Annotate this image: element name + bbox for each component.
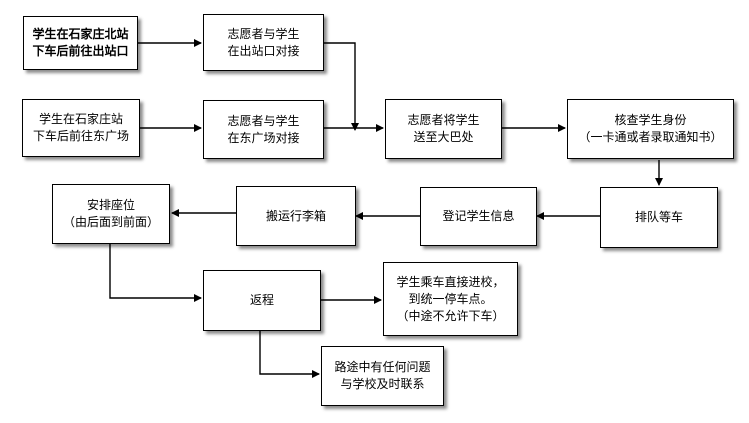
direct-box: 学生乘车直接进校， 到统一停车点。 （中途不允许下车） [383,262,518,336]
contact-line2: 与学校及时联系 [340,377,425,391]
north-meet-line2: 在出站口对接 [227,43,300,58]
main-station-line1: 学生在石家庄站 [38,112,123,126]
register-line1: 登记学生信息 [442,209,515,223]
check-id-line2: （一卡通或者录取通知书） [578,130,723,144]
seating-line1: 安排座位 [86,198,135,212]
main-station-box: 学生在石家庄站 下车后前往东广场 [22,99,140,157]
luggage-box: 搬运行李箱 [236,186,356,246]
to-bus-line2: 送至大巴处 [413,130,474,144]
check-id-box: 核查学生身份 （一卡通或者录取通知书） [567,99,734,159]
main-meet-box: 志愿者与学生 在东广场对接 [203,100,324,159]
north-meet-box: 志愿者与学生 在出站口对接 [203,14,324,71]
north-meet-line1: 志愿者与学生 [227,26,300,41]
contact-line1: 路途中有任何问题 [334,360,431,374]
north-station-box: 学生在石家庄北站 下车后前往出站口 [23,16,138,70]
arrow-seating-to-return [109,244,202,302]
queue-box: 排队等车 [600,187,718,248]
main-meet-line2: 在东广场对接 [227,130,300,145]
direct-line2: 到统一停车点。 [408,291,493,306]
north-station-line2: 下车后前往出站口 [32,44,129,58]
direct-line3: （中途不允许下车） [396,308,505,323]
contact-box: 路途中有任何问题 与学校及时联系 [321,346,444,406]
check-id-line1: 核查学生身份 [614,113,687,127]
main-station-line2: 下车后前往东广场 [32,129,129,143]
main-meet-line1: 志愿者与学生 [227,113,300,128]
register-box: 登记学生信息 [420,187,537,246]
north-station-line1: 学生在石家庄北站 [32,27,129,41]
return-line1: 返程 [249,293,274,307]
arrow-north-meet-to-bus [324,42,359,131]
to-bus-line1: 志愿者将学生 [407,113,480,127]
return-box: 返程 [203,270,321,331]
queue-line1: 排队等车 [634,210,683,224]
seating-box: 安排座位 （由后面到前面） [52,184,170,244]
to-bus-box: 志愿者将学生 送至大巴处 [385,99,502,159]
arrow-return-to-contact [259,331,320,378]
luggage-line1: 搬运行李箱 [265,208,326,223]
seating-line2: （由后面到前面） [62,215,159,229]
direct-line1: 学生乘车直接进校， [396,274,505,289]
